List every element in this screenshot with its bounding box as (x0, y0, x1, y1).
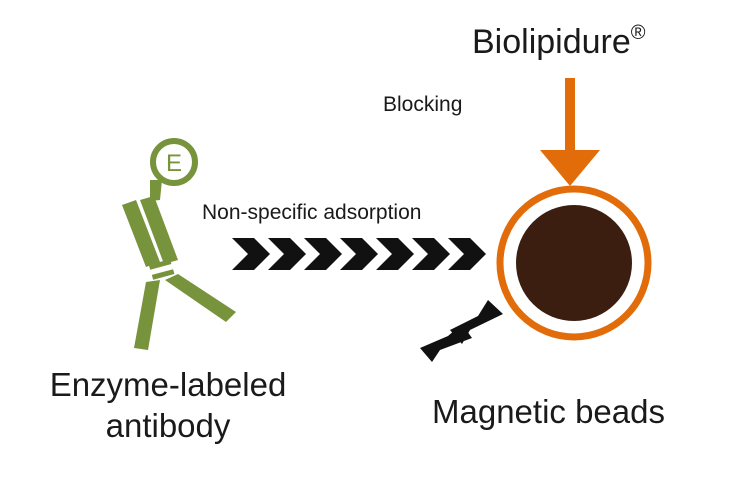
biolipidure-label: Biolipidure® (472, 22, 646, 62)
antibody-left-leg (134, 280, 160, 350)
adsorption-arrow-icon (232, 238, 486, 270)
blocking-label: Blocking (383, 93, 463, 116)
chevron-deflected (420, 324, 472, 362)
biolipidure-text: Biolipidure (472, 23, 631, 61)
antibody-icon (122, 180, 236, 350)
antibody-hinge-top (148, 259, 172, 270)
chevron (376, 238, 414, 270)
enzyme-letter: E (166, 150, 182, 177)
antibody-right-arm (140, 196, 178, 264)
chevron (340, 238, 378, 270)
chevron (232, 238, 270, 270)
deflection-arrow-icon (420, 300, 503, 362)
chevron (448, 238, 486, 270)
blocking-arrow-shaft (565, 78, 575, 158)
registered-mark: ® (630, 22, 646, 44)
chevron (268, 238, 306, 270)
blocking-arrow-icon (540, 78, 600, 186)
antibody-hinge-bottom (151, 269, 175, 280)
antibody-stem (150, 180, 162, 201)
magnetic-beads-label: Magnetic beads (432, 393, 665, 430)
antibody-right-leg (165, 274, 236, 322)
enzyme-circle (150, 138, 198, 186)
chevron (304, 238, 342, 270)
nonspecific-adsorption-label: Non-specific adsorption (202, 201, 422, 224)
blocking-arrow-head (540, 150, 600, 186)
antibody-left-arm (122, 200, 160, 267)
enzyme-icon: E (150, 138, 198, 186)
antibody-label-line2: antibody (105, 407, 231, 444)
enzyme-labeled-antibody-label: Enzyme-labeled antibody (28, 364, 308, 446)
chevron (412, 238, 450, 270)
magnetic-bead-icon (496, 185, 652, 341)
bead-core (516, 205, 632, 321)
antibody-label-line1: Enzyme-labeled (49, 366, 287, 403)
